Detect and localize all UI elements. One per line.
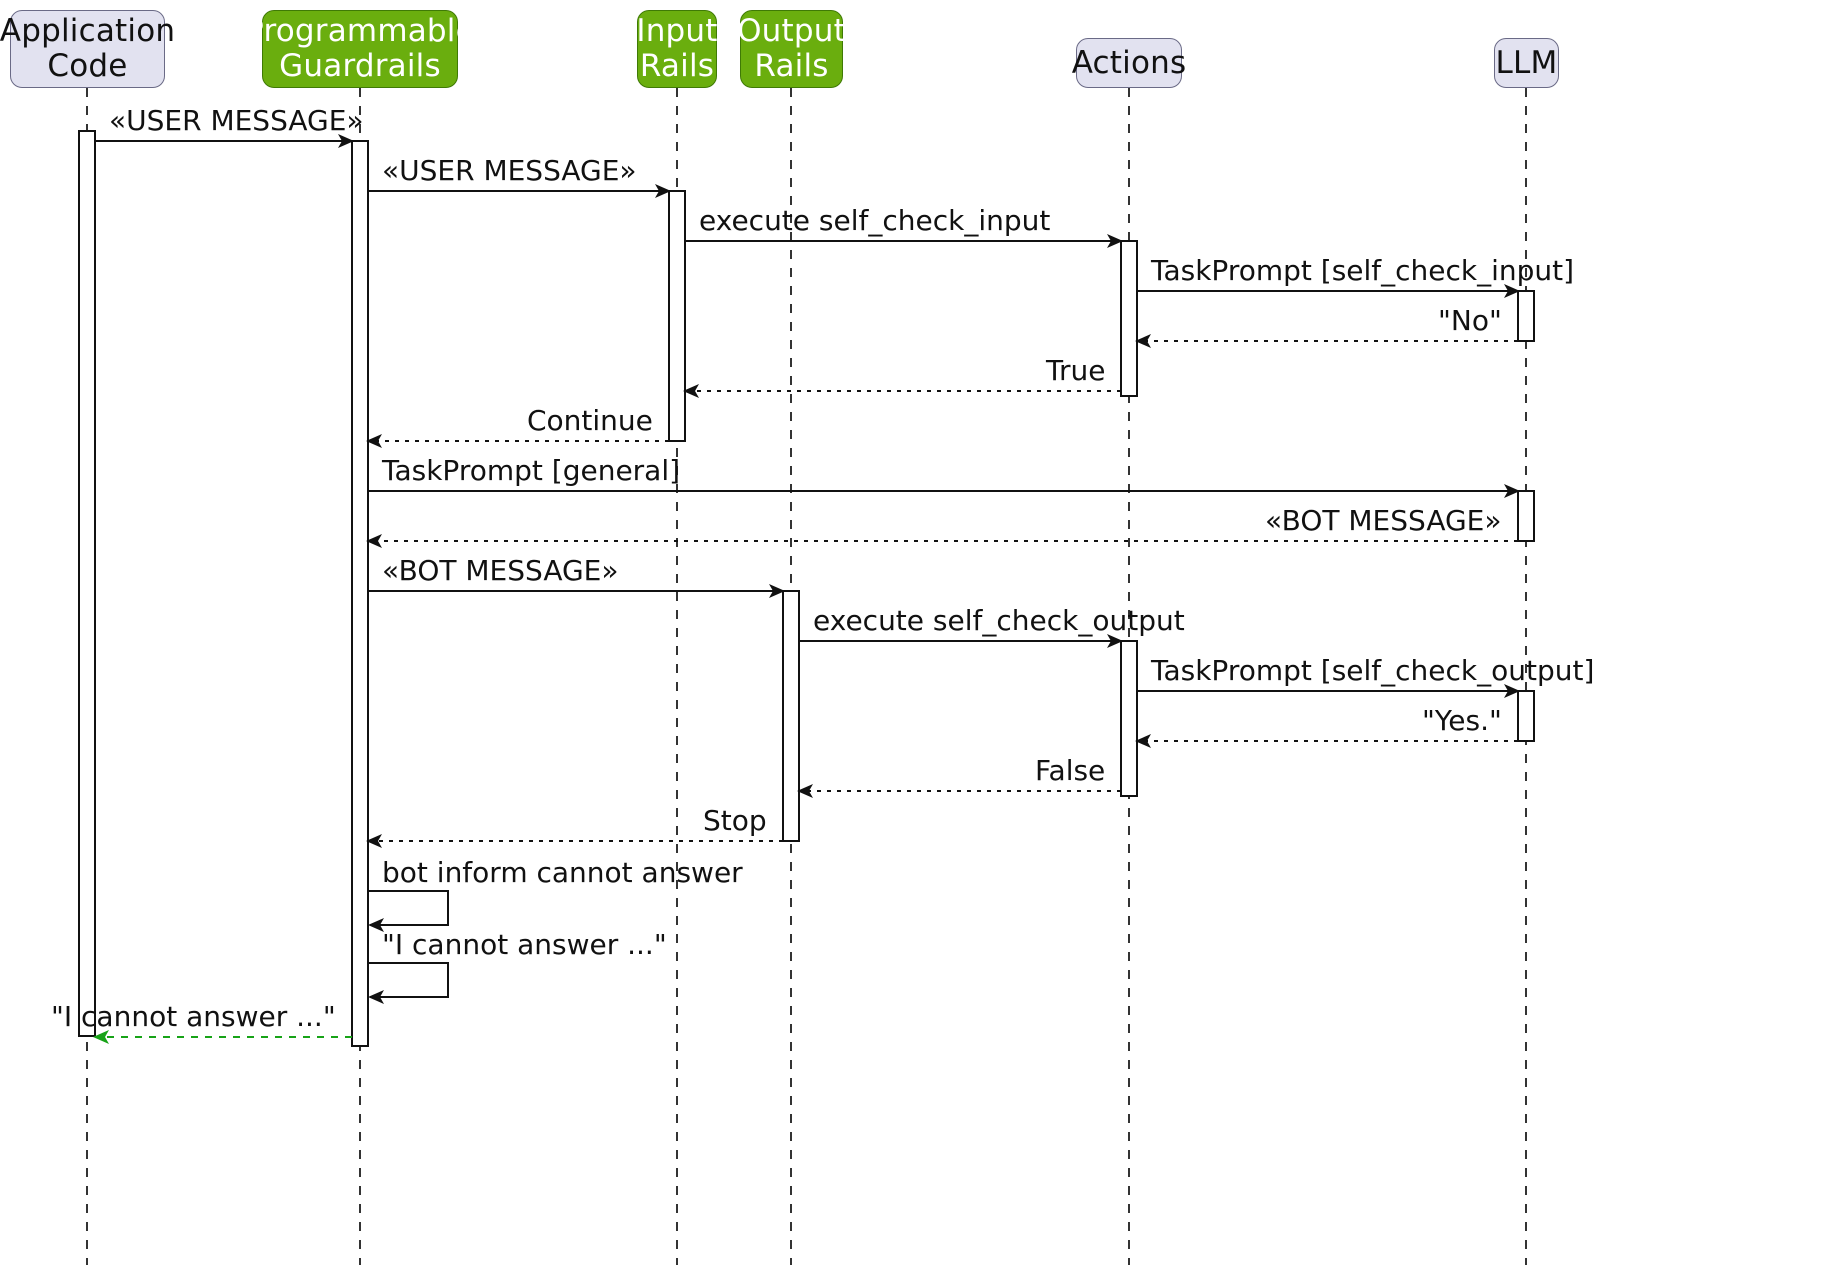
message-label-18: "I cannot answer ..." <box>51 1000 336 1033</box>
participant-label-llm: LLM <box>1495 44 1558 81</box>
message-label-1: «USER MESSAGE» <box>109 104 364 137</box>
participant-label-actions: Actions <box>1071 44 1187 81</box>
participant-actions[interactable]: Actions <box>1072 38 1186 88</box>
participant-guardrails[interactable]: Programmable Guardrails <box>245 10 475 88</box>
message-label-16: bot inform cannot answer <box>382 856 743 889</box>
message-label-3: execute self_check_input <box>699 204 1051 237</box>
self-message-arrow-17 <box>368 962 449 1004</box>
participant-output[interactable]: Output Rails <box>737 10 846 88</box>
activation-bar-app-act <box>78 130 96 1037</box>
participant-input[interactable]: Input Rails <box>636 10 718 88</box>
participant-label-input: Input Rails <box>636 13 718 84</box>
message-label-10: «BOT MESSAGE» <box>382 554 619 587</box>
self-message-arrow-16 <box>368 890 449 932</box>
activation-bars-group <box>78 130 1535 1047</box>
message-label-2: «USER MESSAGE» <box>382 154 637 187</box>
lifelines-group <box>86 88 1527 1265</box>
message-label-5: "No" <box>1438 304 1502 337</box>
message-label-15: Stop <box>703 804 767 837</box>
message-label-9: «BOT MESSAGE» <box>1265 504 1502 537</box>
activation-bar-llm-act-2 <box>1517 490 1535 542</box>
message-label-7: Continue <box>527 404 653 437</box>
message-label-11: execute self_check_output <box>813 604 1185 637</box>
activation-bar-llm-act-1 <box>1517 290 1535 342</box>
participant-label-guardrails: Programmable Guardrails <box>245 13 475 84</box>
participant-label-output: Output Rails <box>737 13 846 84</box>
activation-bar-actions-act-1 <box>1120 240 1138 397</box>
message-label-14: False <box>1035 754 1106 787</box>
participant-app[interactable]: Application Code <box>0 10 175 88</box>
message-label-13: "Yes." <box>1422 704 1502 737</box>
message-label-17: "I cannot answer ..." <box>382 928 667 961</box>
activation-bar-actions-act-2 <box>1120 640 1138 797</box>
participant-llm[interactable]: LLM <box>1494 38 1559 88</box>
activation-bar-guardrails-act <box>351 140 369 1047</box>
activation-bar-output-act <box>782 590 800 842</box>
activation-bar-input-act <box>668 190 686 442</box>
message-label-8: TaskPrompt [general] <box>382 454 681 487</box>
message-arrows-group <box>93 134 1520 1044</box>
participant-label-app: Application Code <box>0 13 176 84</box>
activation-bar-llm-act-3 <box>1517 690 1535 742</box>
message-label-4: TaskPrompt [self_check_input] <box>1151 254 1575 287</box>
message-label-6: True <box>1046 354 1106 387</box>
message-label-12: TaskPrompt [self_check_output] <box>1151 654 1595 687</box>
